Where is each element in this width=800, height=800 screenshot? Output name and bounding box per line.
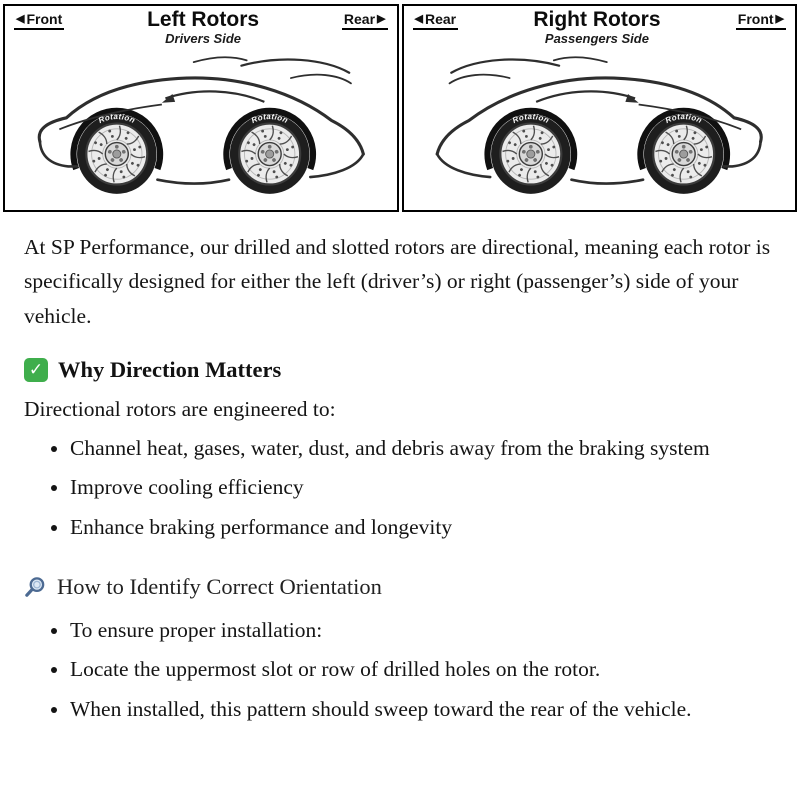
- direction-text: Rear: [424, 11, 457, 27]
- right-panel-title-block: Right Rotors Passengers Side: [533, 8, 661, 47]
- rear-direction-label: ◀ Rear: [412, 11, 459, 30]
- rotation-label: Rotation: [511, 112, 550, 125]
- article-body: At SP Performance, our drilled and slott…: [0, 214, 800, 762]
- right-car-illustration: Rotation Rotation: [404, 48, 796, 200]
- rotation-label: Rotation: [97, 112, 136, 125]
- left-panel-header: ◀ Front Left Rotors Drivers Side Rear ▶: [5, 6, 397, 46]
- rotor-orientation-diagram: ◀ Front Left Rotors Drivers Side Rear ▶ …: [0, 0, 800, 214]
- orientation-list: To ensure proper installation: Locate th…: [24, 614, 778, 726]
- svg-text:Rotation: Rotation: [663, 112, 702, 125]
- right-rotors-panel: ◀ Rear Right Rotors Passengers Side Fron…: [401, 4, 797, 212]
- section-heading-how-to-identify: How to Identify Correct Orientation: [24, 574, 778, 600]
- panel-subtitle: Passengers Side: [544, 31, 649, 47]
- rear-rotor: [498, 122, 562, 187]
- panel-title: Left Rotors: [147, 8, 260, 31]
- left-car-illustration: Rotation Rotation: [5, 48, 397, 200]
- rotation-label: Rotation: [663, 112, 702, 125]
- front-rotor: [85, 122, 149, 187]
- svg-text:Rotation: Rotation: [511, 112, 550, 125]
- arrow-left-icon: ◀: [16, 12, 25, 25]
- rear-direction-label: Rear ▶: [341, 11, 388, 30]
- arrow-left-icon: ◀: [414, 12, 423, 25]
- rotation-label: Rotation: [250, 112, 289, 125]
- list-item: Enhance braking performance and longevit…: [70, 511, 778, 544]
- front-direction-label: Front ▶: [735, 11, 786, 30]
- svg-text:Rotation: Rotation: [250, 112, 289, 125]
- check-mark-icon: ✓: [24, 358, 48, 383]
- left-rotors-panel: ◀ Front Left Rotors Drivers Side Rear ▶ …: [3, 4, 399, 212]
- panel-title: Right Rotors: [533, 8, 661, 31]
- rear-rotor: [238, 122, 302, 187]
- left-panel-title-block: Left Rotors Drivers Side: [147, 8, 260, 47]
- section-heading-why-direction-matters: ✓ Why Direction Matters: [24, 357, 778, 383]
- direction-text: Rear: [343, 11, 376, 27]
- panel-subtitle: Drivers Side: [165, 31, 241, 47]
- list-item: When installed, this pattern should swee…: [70, 693, 778, 726]
- magnifier-icon: [25, 576, 45, 597]
- list-item: Improve cooling efficiency: [70, 471, 778, 504]
- section-lead-text: Directional rotors are engineered to:: [24, 397, 336, 422]
- list-item: Locate the uppermost slot or row of dril…: [70, 653, 778, 686]
- heading-text: Why Direction Matters: [58, 357, 282, 383]
- right-panel-header: ◀ Rear Right Rotors Passengers Side Fron…: [404, 6, 796, 46]
- arrow-right-icon: ▶: [377, 12, 386, 25]
- list-item: To ensure proper installation:: [70, 614, 778, 647]
- front-direction-label: ◀ Front: [14, 11, 65, 30]
- arrow-right-icon: ▶: [775, 12, 784, 25]
- heading-text: How to Identify Correct Orientation: [57, 574, 382, 600]
- intro-paragraph: At SP Performance, our drilled and slott…: [24, 235, 771, 328]
- front-rotor: [651, 122, 715, 187]
- direction-text: Front: [26, 11, 63, 27]
- direction-text: Front: [737, 11, 774, 27]
- list-item: Channel heat, gases, water, dust, and de…: [70, 432, 778, 465]
- benefits-list: Channel heat, gases, water, dust, and de…: [24, 432, 778, 544]
- svg-text:Rotation: Rotation: [97, 112, 136, 125]
